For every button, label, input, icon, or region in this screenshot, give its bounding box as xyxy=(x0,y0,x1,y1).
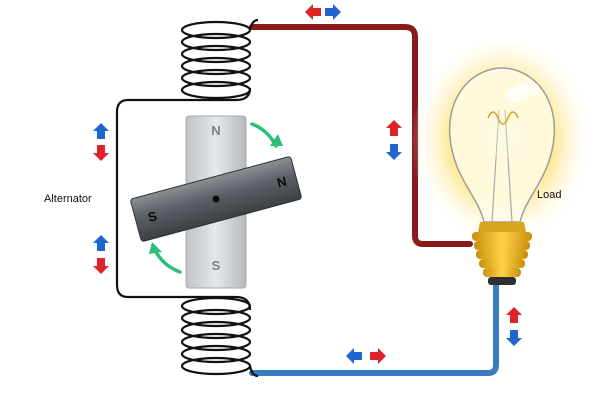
current-arrow-icon xyxy=(506,330,522,346)
current-arrow-icon xyxy=(386,144,402,160)
light-bulb-icon xyxy=(448,67,556,285)
current-arrow-icon xyxy=(305,4,321,20)
rotor-left-pole-label: S xyxy=(146,208,159,225)
current-arrow-icon xyxy=(93,258,109,274)
bottom-wire xyxy=(249,281,499,376)
stator-top-pole-label: N xyxy=(211,123,220,138)
alternator-label: Alternator xyxy=(44,193,92,205)
current-arrow-icon xyxy=(346,348,362,364)
current-arrow-icon xyxy=(93,145,109,161)
rotation-arrow-icon xyxy=(149,122,283,274)
current-arrow-icon xyxy=(386,120,402,136)
alternator-loop-wire xyxy=(115,87,252,311)
rotor-right-pole-label: N xyxy=(275,173,288,190)
current-arrow-icon xyxy=(325,4,341,20)
current-arrow-icon xyxy=(93,123,109,139)
current-arrow-icon xyxy=(93,235,109,251)
stator-bottom-pole-label: S xyxy=(212,258,221,273)
current-arrow-icon xyxy=(506,307,522,323)
current-arrows xyxy=(93,4,522,364)
current-arrow-icon xyxy=(370,348,386,364)
top-coil-icon xyxy=(180,18,259,100)
rotor-magnet-icon: S N xyxy=(130,156,302,242)
load-label: Load xyxy=(537,189,562,201)
bottom-coil-icon xyxy=(180,296,259,378)
